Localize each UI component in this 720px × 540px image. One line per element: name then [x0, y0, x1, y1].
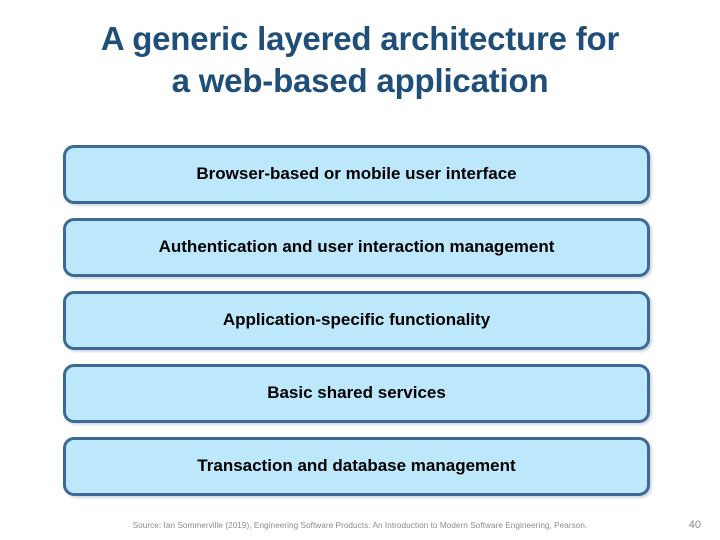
page-title-line-1: A generic layered architecture for	[100, 20, 620, 57]
page-title: A generic layered architecture for a web…	[40, 18, 680, 102]
layer-box-shared-services: Basic shared services	[63, 364, 650, 423]
layer-label: Authentication and user interaction mana…	[158, 237, 555, 257]
layer-label: Browser-based or mobile user interface	[196, 164, 517, 184]
layer-box-authentication: Authentication and user interaction mana…	[63, 218, 650, 277]
layer-box-transaction-database: Transaction and database management	[63, 437, 650, 496]
layered-architecture-diagram: Browser-based or mobile user interface A…	[63, 145, 650, 496]
layer-label: Transaction and database management	[197, 456, 516, 476]
layer-box-user-interface: Browser-based or mobile user interface	[63, 145, 650, 204]
layer-box-application-functionality: Application-specific functionality	[63, 291, 650, 350]
layer-label: Application-specific functionality	[222, 310, 491, 330]
page-number: 40	[688, 519, 701, 531]
source-citation: Source: Ian Sommerville (2019), Engineer…	[132, 521, 588, 530]
page-title-line-2: a web-based application	[171, 62, 549, 100]
layer-label: Basic shared services	[267, 383, 446, 403]
